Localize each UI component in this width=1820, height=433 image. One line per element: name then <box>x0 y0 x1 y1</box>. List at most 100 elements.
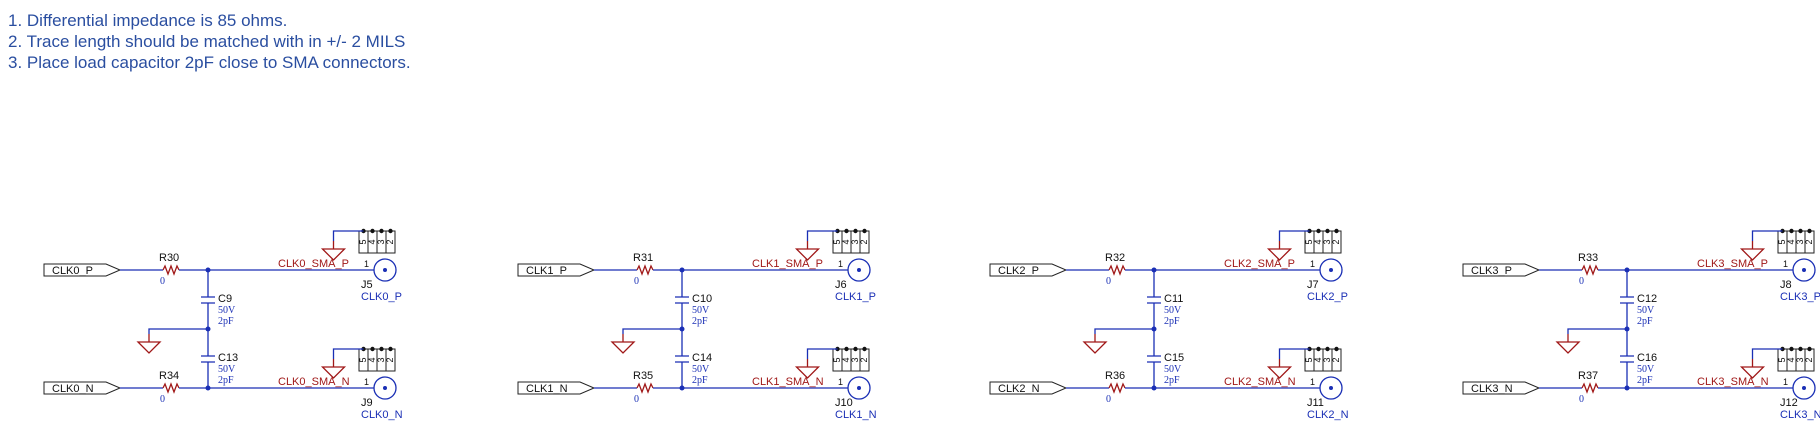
connector-label: CLK0_N <box>361 409 403 421</box>
capacitor-ref: C16 <box>1637 352 1657 364</box>
pin-number: 3 <box>850 357 860 362</box>
junction-dot <box>1624 267 1630 273</box>
sma-connector-icon <box>373 258 397 282</box>
capacitor-value: 2pF <box>1637 375 1653 386</box>
connector-ref: J11 <box>1307 397 1324 409</box>
junction-dot <box>1151 267 1157 273</box>
connector-label: CLK3_P <box>1780 291 1820 303</box>
pin-number: 3 <box>376 239 386 244</box>
ground-icon <box>794 241 821 261</box>
pin-number: 5 <box>832 357 842 362</box>
signal-pin-number: 1 <box>1783 377 1788 387</box>
pin-number: 5 <box>358 357 368 362</box>
junction-dot <box>1151 385 1157 391</box>
junction-dot <box>853 346 858 352</box>
junction-dot <box>1316 228 1321 234</box>
pin-number: 3 <box>1322 357 1332 362</box>
resistor-value: 0 <box>1106 276 1111 287</box>
junction-dot <box>379 346 384 352</box>
junction-dot <box>1798 228 1803 234</box>
junction-dot <box>679 267 685 273</box>
capacitor-value: 2pF <box>692 375 708 386</box>
capacitor-ref: C12 <box>1637 293 1657 305</box>
connector-label: CLK2_P <box>1307 291 1348 303</box>
capacitor-value: 2pF <box>218 316 234 327</box>
pin-number: 2 <box>859 239 869 244</box>
connector-ref: J12 <box>1780 397 1798 409</box>
port-label: CLK1_N <box>526 383 568 395</box>
pin-number: 4 <box>1786 239 1796 244</box>
junction-dot <box>844 346 849 352</box>
connector-ref: J6 <box>835 279 847 291</box>
connector-ref: J5 <box>361 279 373 291</box>
junction-dot <box>388 228 393 234</box>
port-label: CLK3_N <box>1471 383 1513 395</box>
resistor-ref: R37 <box>1578 370 1598 382</box>
pin-number: 2 <box>859 357 869 362</box>
capacitor-symbol <box>675 296 689 304</box>
connector-ref: J8 <box>1780 279 1792 291</box>
port-label: CLK2_P <box>998 265 1039 277</box>
signal-pin-number: 1 <box>838 377 843 387</box>
sma-center-pin <box>857 268 861 272</box>
resistor-ref: R34 <box>159 370 179 382</box>
wire <box>148 328 208 334</box>
junction-dot <box>205 385 211 391</box>
net-label: CLK0_SMA_P <box>278 258 349 270</box>
clock-channel-1: CLK1_PCLK1_NR310R350C1050V2pFC1450V2pFCL… <box>517 228 877 421</box>
net-label: CLK0_SMA_N <box>278 376 350 388</box>
junction-dot <box>844 228 849 234</box>
net-label: CLK2_SMA_P <box>1224 258 1295 270</box>
offpage-port <box>1462 381 1541 395</box>
pin-number: 5 <box>1777 239 1787 244</box>
pin-number: 2 <box>1804 357 1814 362</box>
junction-dot <box>862 346 867 352</box>
resistor-ref: R32 <box>1105 252 1125 264</box>
capacitor-value: 2pF <box>1164 316 1180 327</box>
connector-label: CLK0_P <box>361 291 402 303</box>
junction-dot <box>1325 346 1330 352</box>
note-2: 2. Trace length should be matched with i… <box>8 32 406 51</box>
capacitor-symbol <box>201 355 215 363</box>
junction-dot <box>205 267 211 273</box>
capacitor-symbol <box>1620 355 1634 363</box>
note-1: 1. Differential impedance is 85 ohms. <box>8 11 288 30</box>
pin-number: 4 <box>367 357 377 362</box>
junction-dot <box>370 228 375 234</box>
pin-number: 5 <box>1304 357 1314 362</box>
capacitor-voltage: 50V <box>218 305 236 316</box>
pin-number: 4 <box>841 239 851 244</box>
pin-number: 4 <box>367 239 377 244</box>
junction-dot <box>379 228 384 234</box>
offpage-port <box>517 381 596 395</box>
connector-ground-wire <box>1278 230 1310 241</box>
junction-dot <box>1316 346 1321 352</box>
junction-dot <box>1325 228 1330 234</box>
resistor-symbol <box>1108 264 1126 276</box>
resistor-ref: R31 <box>633 252 653 264</box>
pin-number: 3 <box>850 239 860 244</box>
offpage-port <box>43 381 122 395</box>
resistor-symbol <box>1581 382 1599 394</box>
sma-connector-icon <box>1319 376 1343 400</box>
signal-pin-number: 1 <box>1310 377 1315 387</box>
resistor-value: 0 <box>160 276 165 287</box>
junction-dot <box>679 385 685 391</box>
signal-pin-number: 1 <box>364 259 369 269</box>
clock-channel-2: CLK2_PCLK2_NR320R360C1150V2pFC1550V2pFCL… <box>989 228 1349 421</box>
signal-pin-number: 1 <box>1783 259 1788 269</box>
net-label: CLK3_SMA_N <box>1697 376 1769 388</box>
capacitor-value: 2pF <box>1164 375 1180 386</box>
capacitor-symbol <box>1620 296 1634 304</box>
connector-ground-wire <box>332 230 364 241</box>
capacitor-value: 2pF <box>218 375 234 386</box>
pin-number: 2 <box>385 239 395 244</box>
sma-center-pin <box>383 268 387 272</box>
ground-icon <box>320 241 347 261</box>
resistor-symbol <box>162 264 180 276</box>
sma-center-pin <box>383 386 387 390</box>
net-label: CLK2_SMA_N <box>1224 376 1296 388</box>
connector-ground-wire <box>332 348 364 359</box>
junction-dot <box>1334 228 1339 234</box>
